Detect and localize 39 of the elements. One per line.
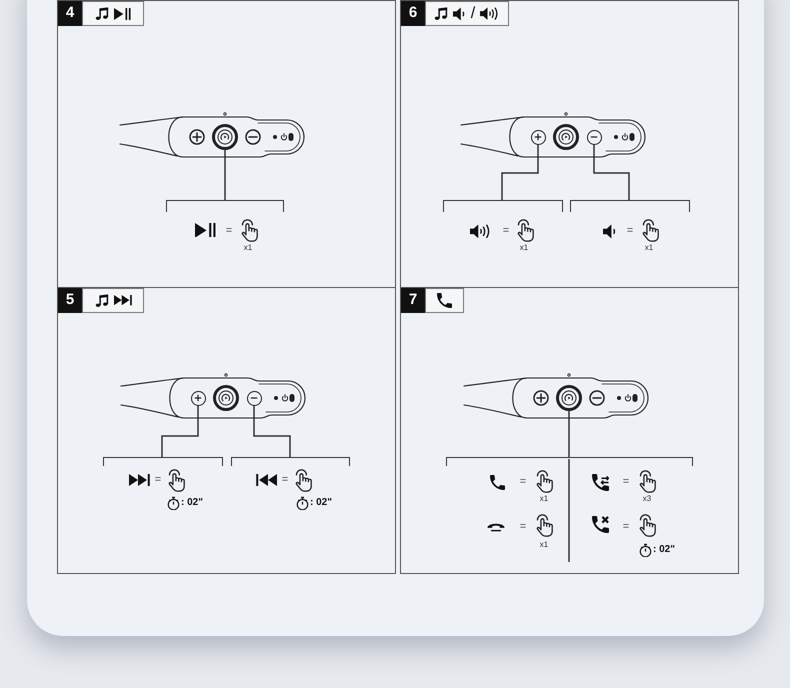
tap-count: x1 [540, 495, 548, 503]
tap-count: x1 [540, 541, 548, 549]
bracket [103, 457, 223, 466]
step-number: 4 [58, 1, 82, 26]
tap-count: x1 [644, 244, 654, 252]
hold-duration: : 02" [181, 498, 203, 508]
equals-sign: = [502, 226, 510, 236]
tap-count: x1 [244, 244, 252, 252]
connector-line [224, 150, 226, 200]
connector-line [593, 144, 630, 200]
bracket [446, 457, 693, 466]
slash-separator: / [470, 6, 476, 22]
tap-count: x1 [520, 244, 528, 252]
equals-sign: = [154, 474, 162, 486]
bracket [443, 200, 563, 212]
bracket [231, 457, 350, 466]
instruction-panel [400, 287, 739, 574]
equals-sign: = [520, 476, 526, 488]
step-number: 5 [58, 288, 82, 313]
bracket [570, 200, 690, 212]
instruction-panel [57, 0, 396, 288]
equals-sign: = [282, 474, 288, 486]
equals-sign: = [626, 226, 634, 236]
hold-duration: : 02" [653, 545, 675, 555]
instruction-panel [400, 0, 739, 288]
instruction-panel [57, 287, 396, 574]
equals-sign: = [226, 226, 232, 236]
tap-count: x3 [642, 495, 652, 503]
connector-line [253, 406, 291, 457]
step-number: 7 [401, 288, 425, 313]
bracket [166, 200, 284, 212]
connector-line [501, 144, 539, 200]
connector-line [161, 406, 199, 457]
equals-sign: = [622, 476, 630, 488]
step-number: 6 [401, 1, 425, 26]
equals-sign: = [622, 522, 630, 532]
hold-duration: : 02" [310, 498, 332, 508]
equals-sign: = [520, 522, 526, 532]
connector-line [568, 411, 570, 457]
